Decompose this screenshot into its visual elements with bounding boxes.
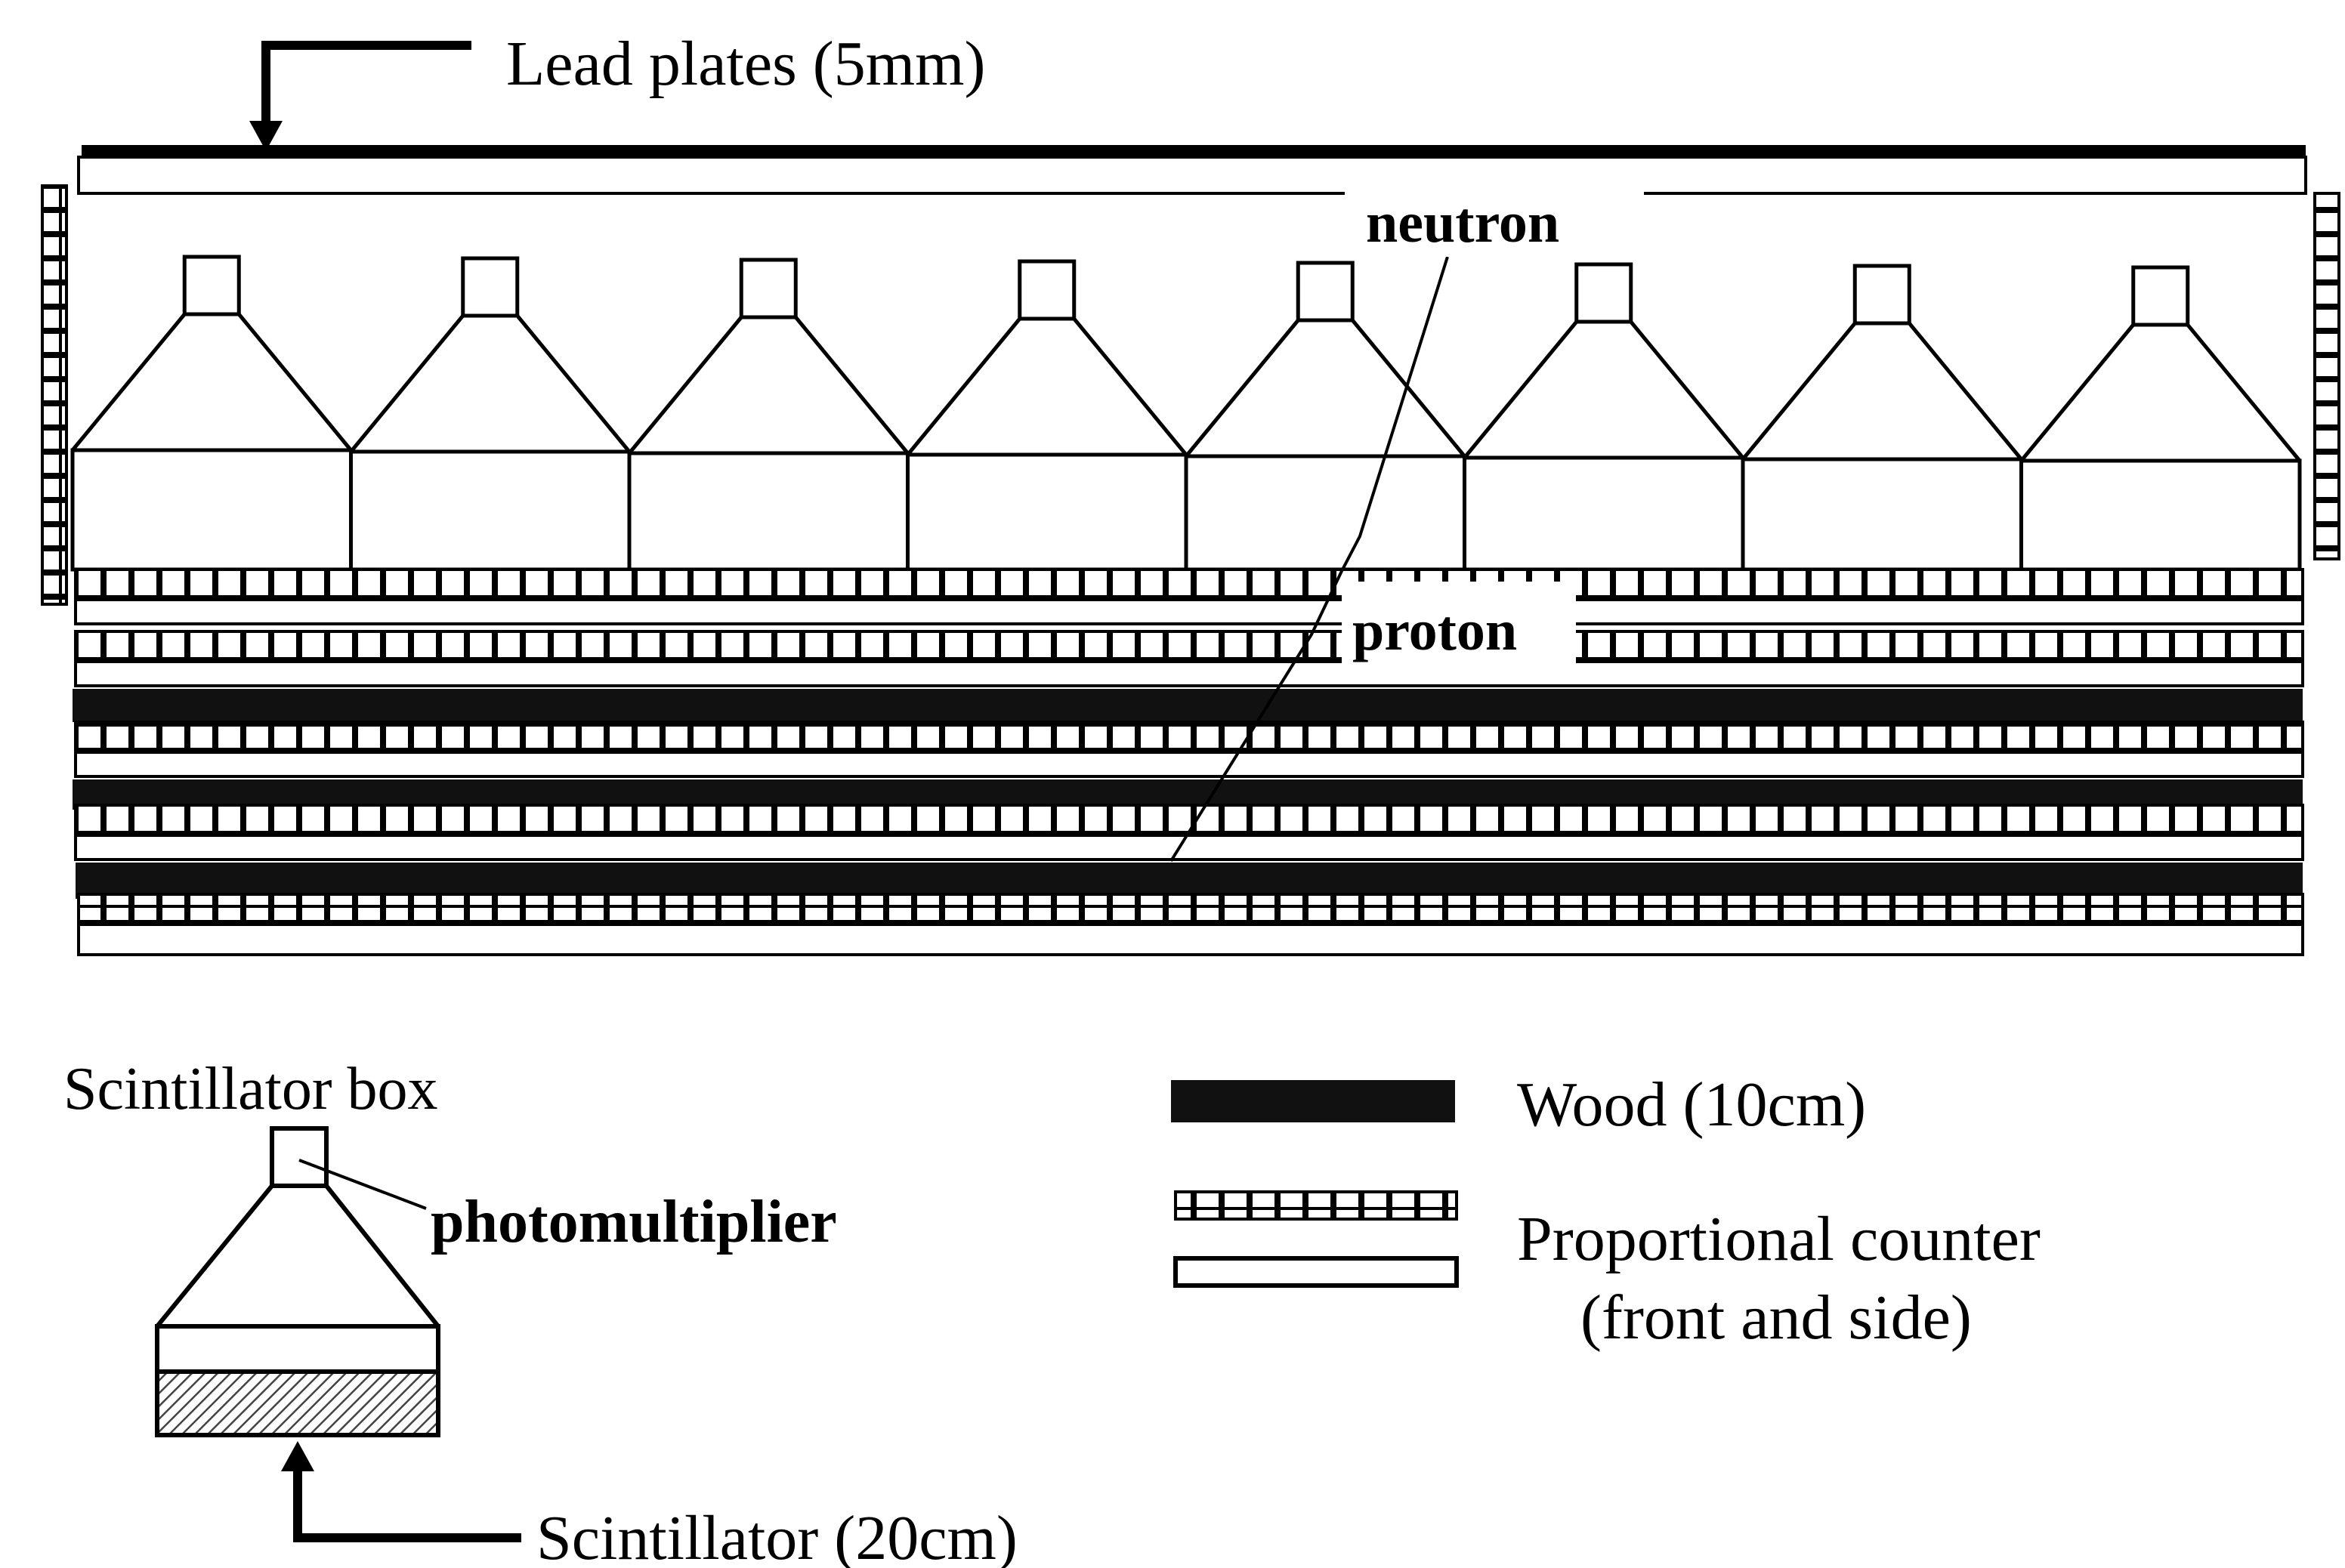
wood-layer-1 [73,689,2303,722]
proton-label: proton [1352,599,1517,662]
scintillator-box-detail: Scintillator box photomultiplier Scintil… [63,1056,1018,1568]
light-guide-cone [2019,323,2301,462]
neutron-label-bg [1345,178,1644,257]
photomultiplier-tube [270,1126,329,1188]
photomultiplier-tube [1574,262,1633,324]
scintillator-box [349,256,632,572]
light-guide-cone [1185,318,1466,458]
legend-counter-label-2: (front and side) [1580,1282,1972,1353]
photomultiplier-tube [182,255,241,316]
neutron-track [1340,256,1449,572]
photomultiplier-tube [2131,265,2190,327]
proton-track [1169,570,1343,863]
scintillator-block [906,452,1188,572]
light-guide-cone [906,316,1188,456]
lead-plates-label: Lead plates (5mm) [506,29,985,99]
scintillator-block [155,1369,440,1437]
counter-front-2 [74,630,2304,660]
light-guide-cone [628,315,910,455]
counter-side-2 [74,660,2304,687]
counter-front-5 [77,893,2304,923]
light-guide-cone [349,313,631,453]
legend-counter-label-1: Proportional counter [1517,1204,2041,1274]
counter-side-1 [74,598,2304,625]
scintillator-box [627,258,910,572]
scintillator-block [1463,455,1745,572]
light-guide [155,1324,440,1374]
legend-counter-front-swatch [1174,1190,1458,1221]
scintillator-label: Scintillator (20cm) [536,1503,1018,1568]
side-counter-left [41,184,68,606]
scintillator-block [1741,457,2023,572]
scintillator-box-row [70,255,2302,572]
scintillator-arrow [293,1465,521,1542]
scintillator-block [627,451,910,572]
legend-counter-side-swatch [1173,1256,1459,1288]
photomultiplier-tube [461,256,520,318]
light-guide-cone [1463,319,1744,459]
photomultiplier-tube [1296,261,1355,323]
scintillator-box [70,255,353,572]
light-guide-cone [1741,321,2023,461]
photomultiplier-tube [1018,259,1077,321]
legend: Wood (10cm) Proportional counter (front … [1171,1070,2041,1353]
neutron-label: neutron [1366,191,1559,255]
light-guide-cone [71,312,353,452]
counter-side-5 [77,923,2304,956]
scintillator-block [2019,458,2302,572]
counter-front-1 [74,568,2304,598]
scintillator-box [906,259,1188,572]
legend-wood-label: Wood (10cm) [1517,1070,1866,1140]
scintillator-block [70,448,353,572]
photomultiplier-tube [739,258,798,319]
photomultiplier-leader [298,1159,427,1210]
scintillator-box-label: Scintillator box [63,1056,438,1122]
scintillator-box [2019,265,2302,572]
detector-stack [73,568,2304,956]
counter-front-3 [74,721,2304,751]
lead-plate-arrow [249,41,471,151]
particle-track [1169,256,1449,863]
side-counter-right [2313,192,2340,560]
counter-front-4 [74,804,2304,834]
photomultiplier-tube [1852,264,1911,326]
counter-side-4 [74,834,2304,861]
scintillator-block [1184,454,1466,572]
scintillator-box [1741,264,2023,572]
lead-plate [77,145,2307,195]
legend-wood-swatch [1171,1080,1455,1122]
scintillator-box [1463,262,1745,572]
proton-label-bg [1342,582,1576,665]
counter-side-3 [74,751,2304,778]
scintillator-block [349,449,632,572]
scintillator-box [1184,261,1466,572]
photomultiplier-label: photomultiplier [431,1189,837,1255]
